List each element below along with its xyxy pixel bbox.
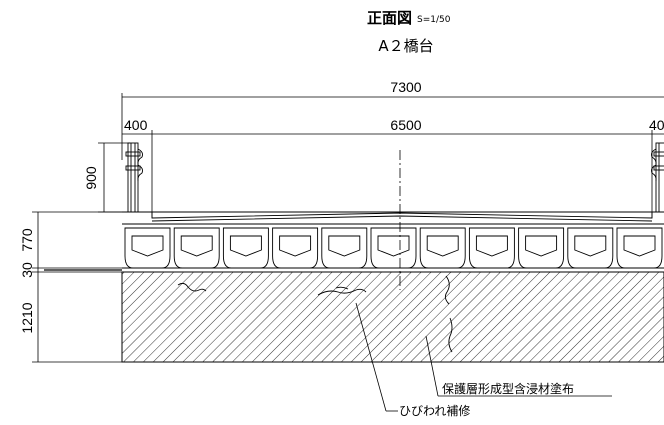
abutment-height-label: 1210 [19,302,35,333]
railing-height-label: 900 [83,166,99,190]
leader-lines [355,302,612,412]
span-dimension: 400 6500 40 [122,117,664,218]
girder-unit [567,227,614,269]
left-railing [125,142,143,213]
left-parapet-label: 400 [124,117,148,133]
right-parapet-label: 40 [649,117,664,133]
crack-lines [177,275,453,353]
girder-unit [173,227,220,269]
abutment-body [121,271,664,363]
drawing-scale: S=1/50 [417,15,451,25]
deck-slab [122,211,664,225]
vertical-dimensions: 900 770 30 1210 [19,142,130,363]
girder-unit [222,227,269,269]
girder-unit [370,227,417,269]
carriageway-label: 6500 [390,117,421,133]
girder-unit [124,227,171,269]
bearing-gap-label: 30 [19,262,35,278]
girder-unit [272,227,319,269]
overall-dimension: 7300 [121,79,664,160]
girder-unit [321,227,368,269]
overall-width-label: 7300 [390,79,421,95]
girder-unit [616,227,663,269]
drawing-title: 正面図 [367,9,412,27]
crack-repair-note: ひびわれ補修 [399,403,470,418]
coating-note: 保護層形成型含浸材塗布 [442,381,574,396]
girder-depth-label: 770 [19,228,35,252]
bearing-line [44,267,664,273]
right-railing [651,142,664,213]
girder-unit [468,227,515,269]
drawing-subtitle: A２橋台 [378,37,433,55]
girder-row [124,227,663,269]
girder-unit [518,227,565,269]
girder-unit [419,227,466,269]
